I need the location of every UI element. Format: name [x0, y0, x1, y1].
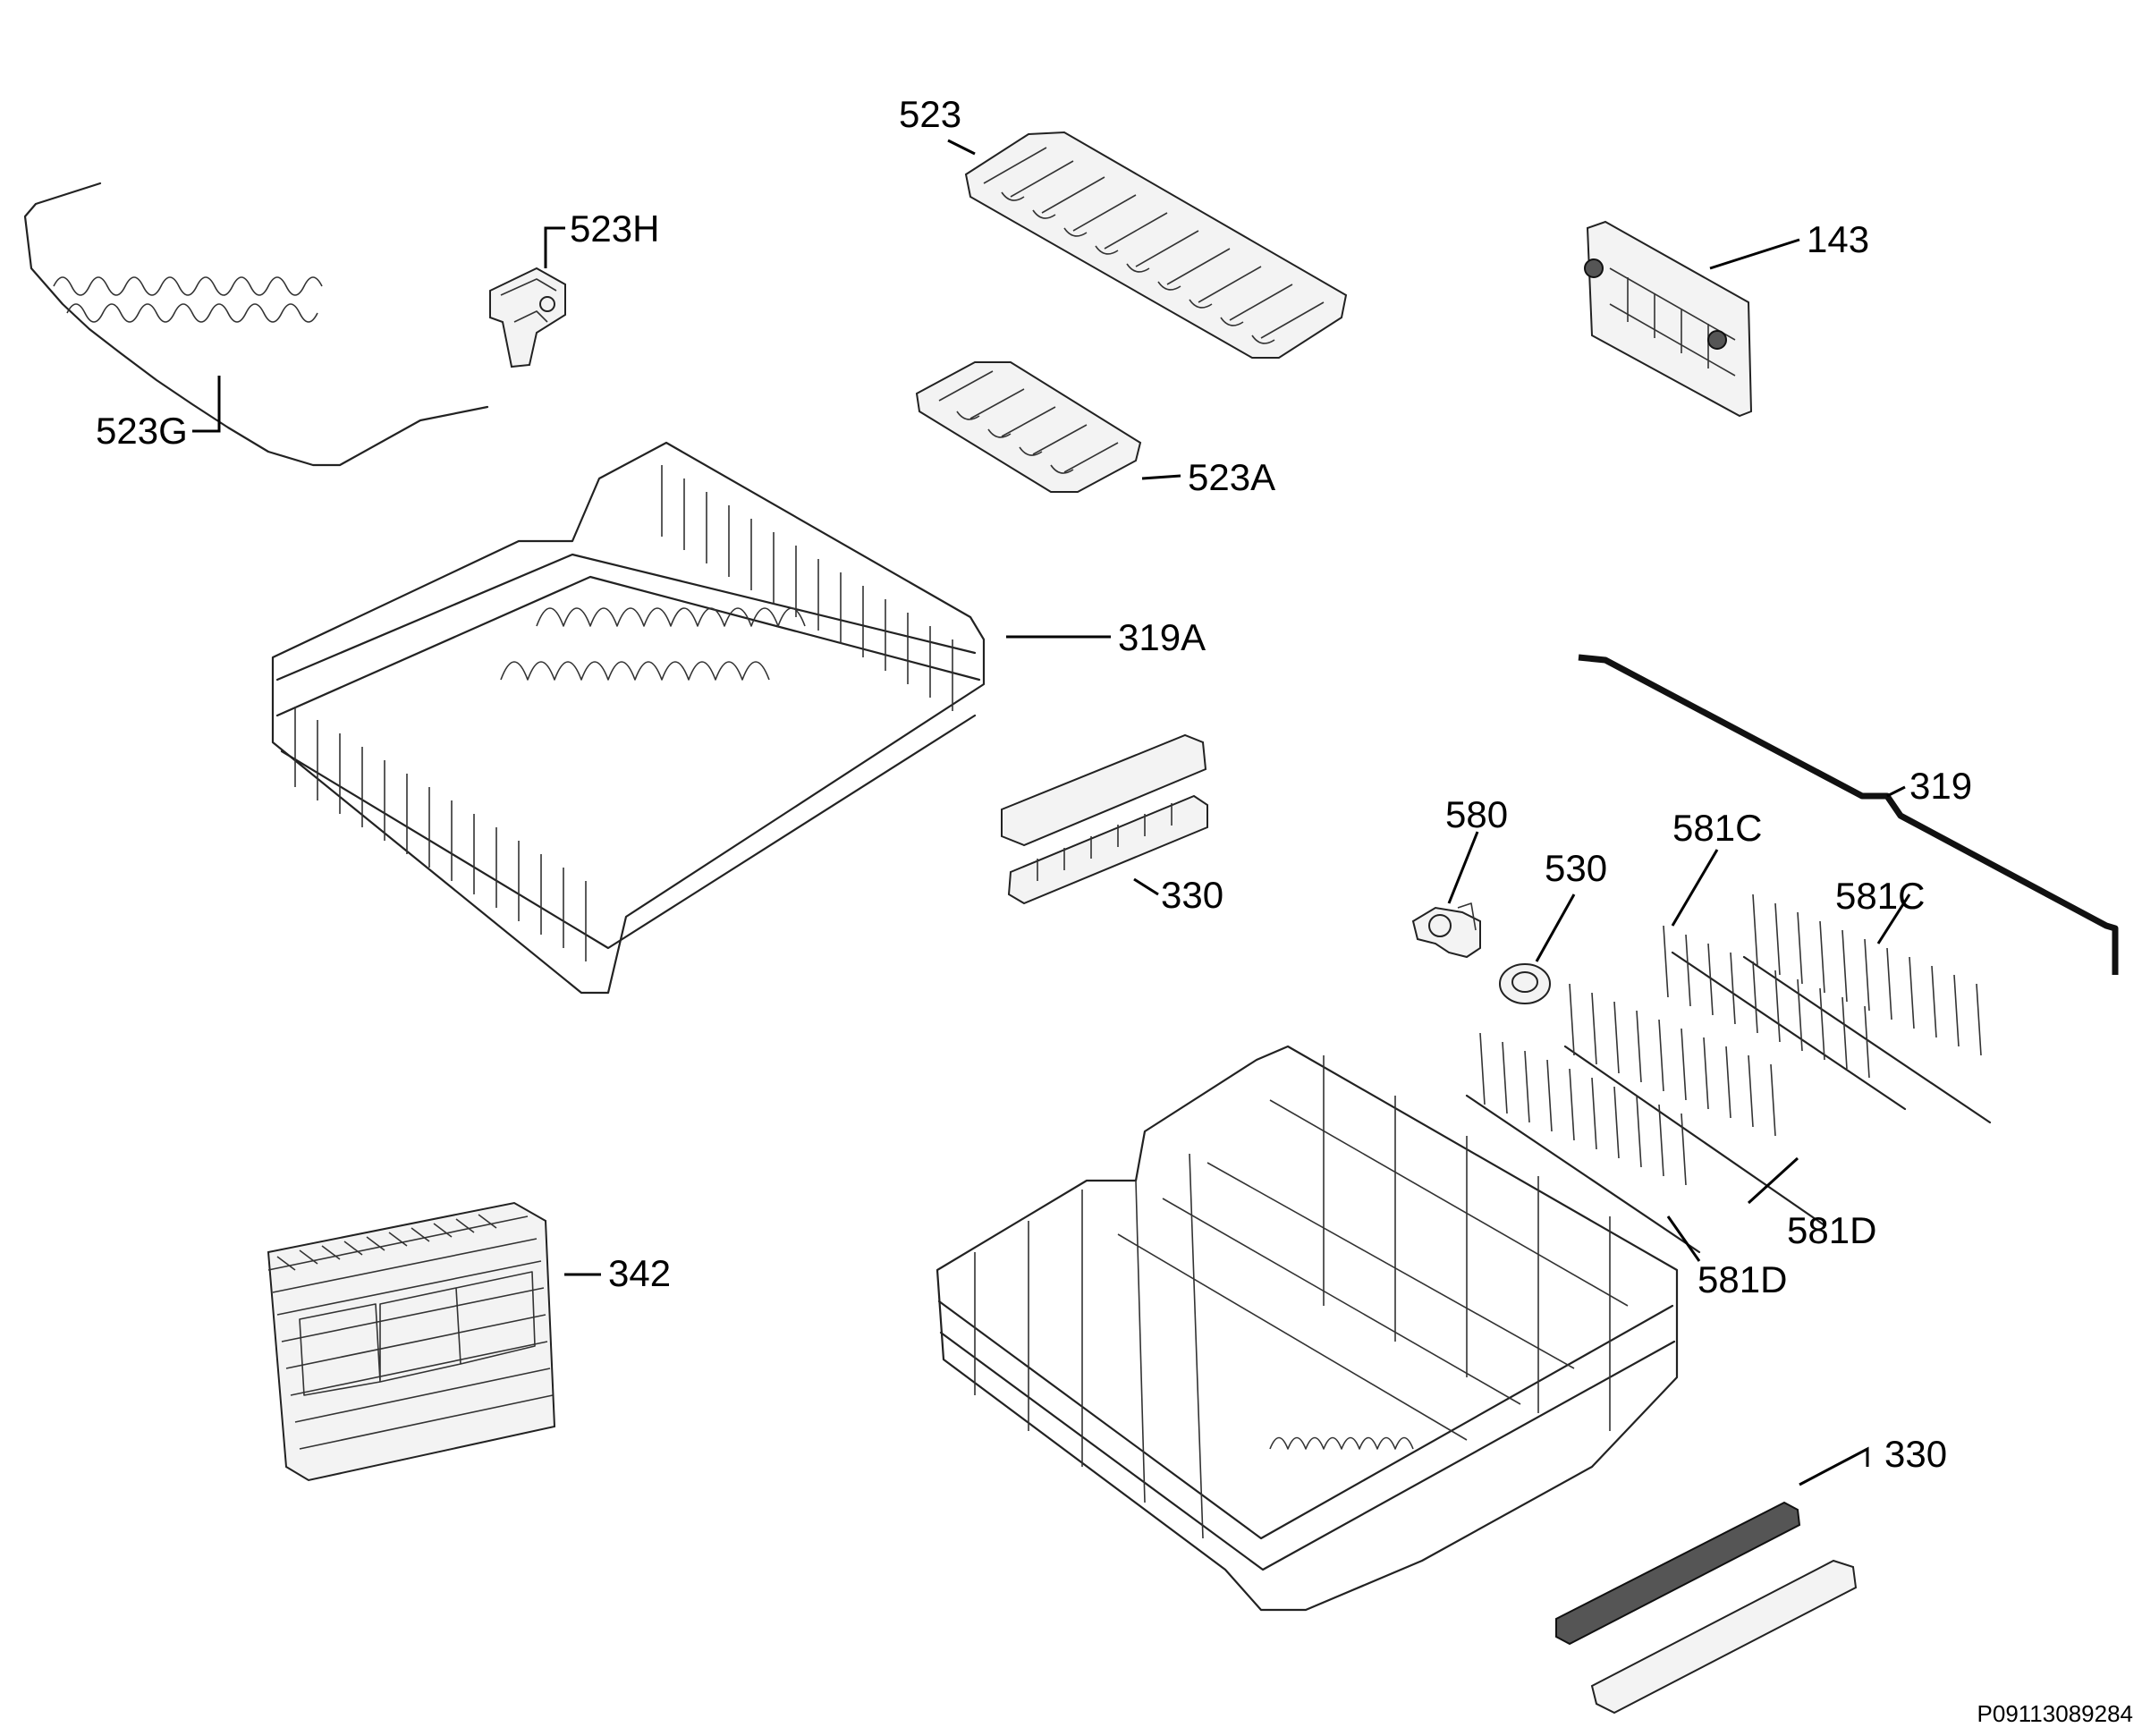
wheel-530 [1499, 963, 1551, 1004]
label-143: 143 [1807, 218, 1869, 260]
basket-rail-319 [1578, 654, 2119, 975]
upper-basket-319a [271, 441, 986, 995]
label-523g: 523G [96, 410, 188, 452]
label-330-upper: 330 [1161, 874, 1223, 916]
label-342: 342 [608, 1252, 671, 1294]
leader-lines [192, 139, 1911, 1486]
callout-labels: 523 523H 523G 523A 143 319A 330 319 580 … [96, 93, 1972, 1475]
rack-comb-523a [915, 361, 1142, 493]
cutlery-basket-342 [267, 1201, 556, 1482]
clip-bracket-523h [489, 267, 566, 368]
label-581c-1: 581C [1672, 807, 1762, 849]
rack-handle-330-upper [1001, 733, 1208, 905]
lower-basket [936, 1045, 1679, 1612]
document-id: P09113089284 [1977, 1700, 2133, 1727]
label-581d-2: 581D [1698, 1258, 1787, 1300]
label-530: 530 [1545, 847, 1607, 889]
label-523h: 523H [570, 207, 659, 250]
label-330-lower: 330 [1884, 1433, 1947, 1475]
label-523a: 523A [1188, 456, 1275, 498]
label-523: 523 [899, 93, 961, 135]
side-panel-bracket-143 [1584, 220, 1753, 418]
label-581d-1: 581D [1787, 1209, 1876, 1251]
label-581c-2: 581C [1835, 875, 1925, 917]
label-319: 319 [1909, 765, 1972, 807]
wheel-holder-580 [1411, 902, 1481, 959]
wire-spring-523g [23, 182, 489, 467]
label-319a: 319A [1118, 616, 1206, 658]
rack-comb-523 [964, 131, 1348, 359]
tine-rows-581 [1465, 893, 1992, 1254]
label-580: 580 [1445, 793, 1508, 835]
rack-handle-330-lower [1555, 1501, 1858, 1715]
